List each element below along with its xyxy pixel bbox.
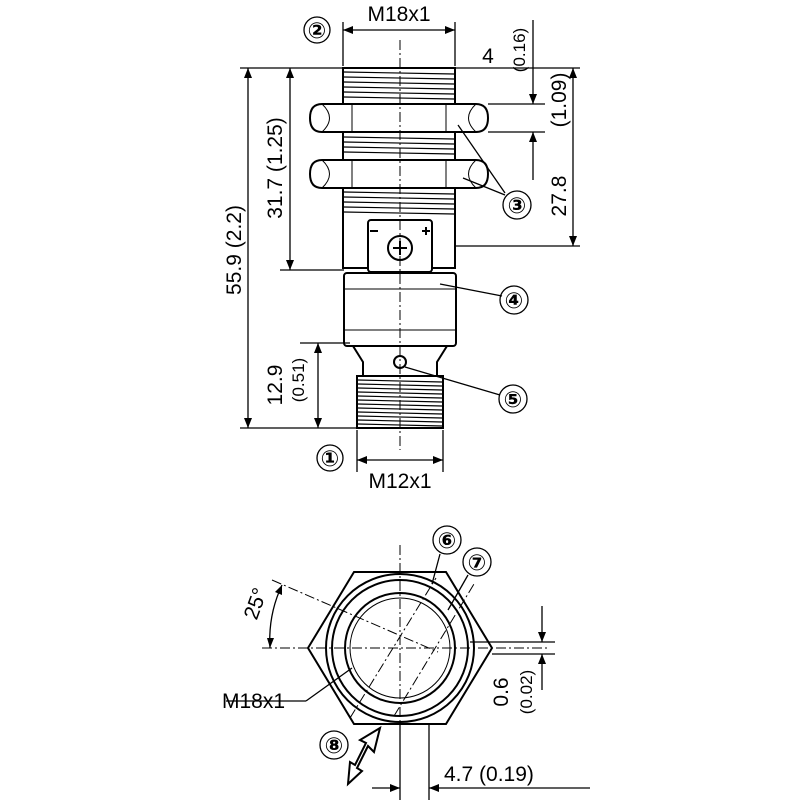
thread-line [343, 196, 455, 200]
thread-length-in: (1.09) [548, 73, 571, 128]
thread-line [343, 201, 455, 205]
thread-line [343, 206, 455, 210]
callout-8: ⑧ [325, 733, 344, 758]
beam-axis-right [393, 583, 475, 717]
front-view: 25° M18x1 ⑥ ⑦ 0.6 (0.02) 4.7 (0.19) ⑧ [222, 525, 590, 800]
thread-line [343, 146, 455, 150]
thread-line [343, 191, 455, 195]
offset-in: (0.02) [517, 670, 536, 714]
bottom-thread-label: M12x1 [368, 470, 431, 493]
top-thread-label: M18x1 [367, 3, 430, 26]
callout-3: ③ [508, 193, 527, 218]
side-view: M18x1 ② 55.9 (2.2) 31.7 (1.25) 12.9 (0.5… [223, 3, 580, 493]
offset-mm: 0.6 [490, 677, 513, 706]
thread-line [343, 141, 455, 145]
angle-label: 25° [240, 585, 272, 623]
thread-length-mm: 27.8 [548, 176, 571, 217]
beam-axis-dash [271, 579, 439, 653]
top-gap-mm: 4 [482, 45, 494, 68]
callout-1: ① [321, 446, 340, 471]
thread-line [343, 71, 455, 75]
thread-line [343, 81, 455, 85]
front-thread-label: M18x1 [222, 690, 285, 713]
connector-length-in: (0.51) [289, 358, 308, 402]
double-arrow-icon [346, 725, 382, 787]
callout-2: ② [308, 18, 327, 43]
total-length-label: 55.9 (2.2) [223, 205, 246, 295]
thread-line [343, 76, 455, 80]
beam-axis-left [349, 577, 437, 719]
connector-length-mm: 12.9 [264, 365, 287, 406]
thread-line [343, 86, 455, 90]
callout-6: ⑥ [438, 528, 457, 553]
front-width-label: 4.7 (0.19) [444, 763, 534, 786]
callout-7: ⑦ [468, 550, 487, 575]
callout-5: ⑤ [504, 387, 523, 412]
thread-line [343, 91, 455, 95]
thread-line [357, 391, 443, 395]
thread-line [357, 379, 443, 383]
top-thread-lines [343, 71, 455, 215]
thread-line [343, 136, 455, 140]
nut-lower [308, 159, 490, 189]
thread-line [343, 151, 455, 155]
thread-line [357, 415, 443, 419]
thread-line [343, 211, 455, 215]
top-gap-in: (0.16) [510, 28, 529, 72]
callout-4: ④ [505, 288, 524, 313]
body-length-label: 31.7 (1.25) [264, 117, 287, 219]
nut-upper [308, 103, 490, 133]
thread-line [343, 96, 455, 100]
